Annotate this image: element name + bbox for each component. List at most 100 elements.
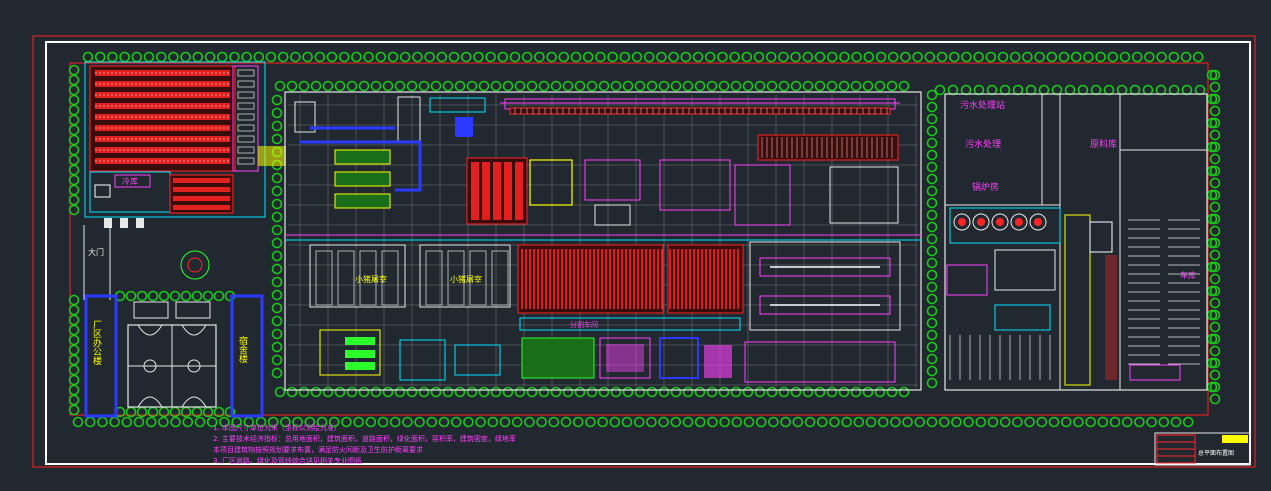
tree-symbol bbox=[926, 101, 938, 113]
tree-symbol bbox=[538, 80, 550, 92]
tree-symbol bbox=[926, 365, 938, 377]
tree-symbol bbox=[1131, 51, 1143, 63]
tree-symbol bbox=[1209, 345, 1221, 357]
tree-symbol bbox=[68, 174, 80, 186]
tree-symbol bbox=[621, 416, 633, 428]
tree-symbol bbox=[1209, 369, 1221, 381]
tree-symbol bbox=[609, 416, 621, 428]
tree-symbol bbox=[68, 324, 80, 336]
tree-symbol bbox=[394, 80, 406, 92]
tree-symbol bbox=[987, 416, 999, 428]
tree-symbol bbox=[1058, 51, 1070, 63]
tree-symbol bbox=[694, 80, 706, 92]
tree-symbol bbox=[502, 386, 514, 398]
drawing-border bbox=[45, 41, 1251, 465]
tree-symbol bbox=[718, 386, 730, 398]
tree-symbol bbox=[475, 416, 486, 428]
tree-symbol bbox=[314, 51, 326, 63]
tree-symbol bbox=[298, 80, 310, 92]
tree-symbol bbox=[466, 80, 478, 92]
tree-symbol bbox=[514, 386, 526, 398]
tree-symbol bbox=[326, 51, 338, 63]
tree-symbol bbox=[754, 386, 766, 398]
tree-symbol bbox=[902, 416, 913, 428]
tree-symbol bbox=[1060, 416, 1072, 428]
tree-symbol bbox=[286, 386, 298, 398]
tree-symbol bbox=[1209, 249, 1221, 261]
tree-symbol bbox=[874, 80, 886, 92]
tree-symbol bbox=[1144, 51, 1155, 63]
tree-symbol bbox=[597, 416, 608, 428]
tree-symbol bbox=[1073, 416, 1084, 428]
tree-symbol bbox=[682, 80, 694, 92]
tree-symbol bbox=[1009, 51, 1021, 63]
note-3: 本项目建筑物按照规划要求布置，满足防火间距及卫生防护距离要求 bbox=[213, 445, 423, 454]
tree-symbol bbox=[704, 51, 716, 63]
tree-symbol bbox=[502, 80, 514, 92]
tree-symbol bbox=[304, 416, 316, 428]
tree-symbol bbox=[370, 386, 382, 398]
tree-symbol bbox=[1085, 416, 1096, 428]
tree-symbol bbox=[926, 245, 938, 257]
tree-symbol bbox=[826, 80, 838, 92]
tree-symbol bbox=[1209, 261, 1221, 273]
tree-symbol bbox=[277, 51, 289, 63]
tree-symbol bbox=[438, 416, 450, 428]
office-label: 厂区办公楼 bbox=[91, 320, 102, 366]
tree-symbol bbox=[1209, 321, 1221, 333]
tree-symbol bbox=[310, 386, 322, 398]
tree-symbol bbox=[619, 51, 631, 63]
tree-symbol bbox=[729, 51, 740, 63]
east-zone: 污水处理站 污水处理 原料库 锅炉房 车库 bbox=[944, 93, 1208, 391]
tree-symbol bbox=[271, 107, 283, 119]
tree-symbol bbox=[938, 416, 950, 428]
tree-symbol bbox=[382, 386, 394, 398]
tree-symbol bbox=[572, 416, 584, 428]
tree-symbol bbox=[280, 416, 291, 428]
tree-symbol bbox=[274, 80, 286, 92]
tree-symbol bbox=[454, 80, 466, 92]
tree-symbol bbox=[680, 51, 692, 63]
cold-store-block: 冷库 bbox=[84, 61, 286, 228]
tree-symbol bbox=[1209, 285, 1221, 297]
tree-symbol bbox=[634, 80, 646, 92]
tree-symbol bbox=[658, 80, 670, 92]
tree-symbol bbox=[68, 204, 80, 216]
tree-symbol bbox=[514, 80, 526, 92]
cold-store-label: 冷库 bbox=[122, 176, 138, 186]
tree-symbol bbox=[377, 416, 389, 428]
tree-symbol bbox=[1209, 81, 1221, 93]
tree-symbol bbox=[936, 51, 948, 63]
tree-symbol bbox=[1182, 416, 1194, 428]
dorm-label: 宿舍楼 bbox=[237, 335, 248, 364]
tree-symbol bbox=[271, 172, 283, 184]
tree-symbol bbox=[766, 386, 778, 398]
tree-symbol bbox=[412, 51, 423, 63]
tree-symbol bbox=[670, 386, 682, 398]
tree-symbol bbox=[765, 51, 777, 63]
tree-symbol bbox=[622, 386, 634, 398]
tree-symbol bbox=[682, 386, 694, 398]
tree-symbol bbox=[466, 386, 478, 398]
tree-symbol bbox=[1158, 416, 1170, 428]
tree-symbol bbox=[136, 290, 148, 302]
tree-symbol bbox=[72, 416, 84, 428]
title-block-label: 总平面布置图 bbox=[1198, 449, 1234, 457]
tree-symbol bbox=[926, 257, 938, 269]
tree-symbol bbox=[1012, 416, 1023, 428]
tree-symbol bbox=[631, 51, 643, 63]
tree-symbol bbox=[399, 51, 411, 63]
tree-symbol bbox=[1036, 416, 1048, 428]
tree-symbol bbox=[926, 353, 938, 365]
tree-symbol bbox=[743, 416, 755, 428]
west-zone: 大门 厂区办公楼 宿舍楼 bbox=[83, 225, 264, 418]
tree-symbol bbox=[265, 51, 277, 63]
tree-symbol bbox=[1024, 416, 1035, 428]
tree-symbol bbox=[741, 51, 753, 63]
tree-symbol bbox=[851, 51, 862, 63]
gate-label: 大门 bbox=[88, 247, 104, 257]
tree-symbol bbox=[182, 416, 194, 428]
tree-symbol bbox=[68, 194, 80, 206]
tree-symbol bbox=[271, 250, 283, 262]
east-tank-label: 污水处理 bbox=[965, 138, 1001, 150]
